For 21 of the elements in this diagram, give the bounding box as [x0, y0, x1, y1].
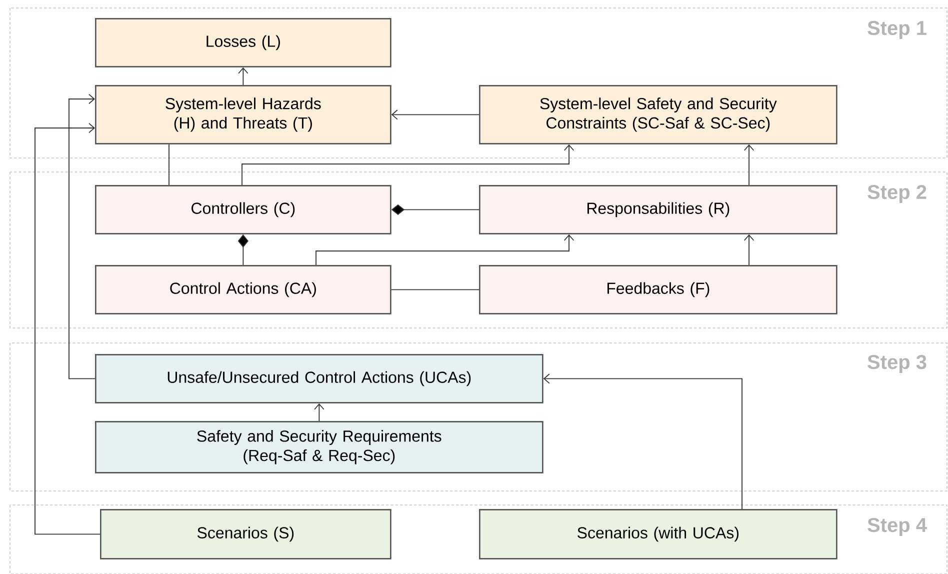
process-box: Feedbacks (F): [479, 265, 838, 314]
connector-arrow: [34, 122, 100, 535]
connector-arrow: [238, 67, 248, 86]
process-box: Responsabilities (R): [479, 185, 838, 234]
process-box: Unsafe/Unsecured Control Actions (UCAs): [95, 354, 544, 404]
process-box: Controllers (C): [95, 185, 392, 234]
process-box: Scenarios (S): [100, 509, 392, 560]
connector-arrow: [744, 234, 754, 266]
connector-arrow: [68, 94, 96, 380]
connector-arrow: [242, 144, 574, 186]
process-box: Losses (L): [95, 18, 392, 68]
process-box: System-level Hazards (H) and Threats (T): [95, 85, 392, 144]
process-box: System-level Safety and Security Constraints (SC-Saf & SC-Sec): [479, 85, 838, 144]
connector-arrow: [316, 234, 574, 266]
process-box: Scenarios (with UCAs): [479, 509, 838, 560]
connector-arrow: [543, 374, 742, 510]
connector-arrow: [314, 403, 324, 422]
connector-arrow: [744, 144, 754, 186]
process-box: Safety and Security Requirements (Req-Saf & Req-Sec): [95, 421, 544, 474]
connector-arrow: [391, 110, 480, 120]
process-box: Control Actions (CA): [95, 265, 392, 314]
